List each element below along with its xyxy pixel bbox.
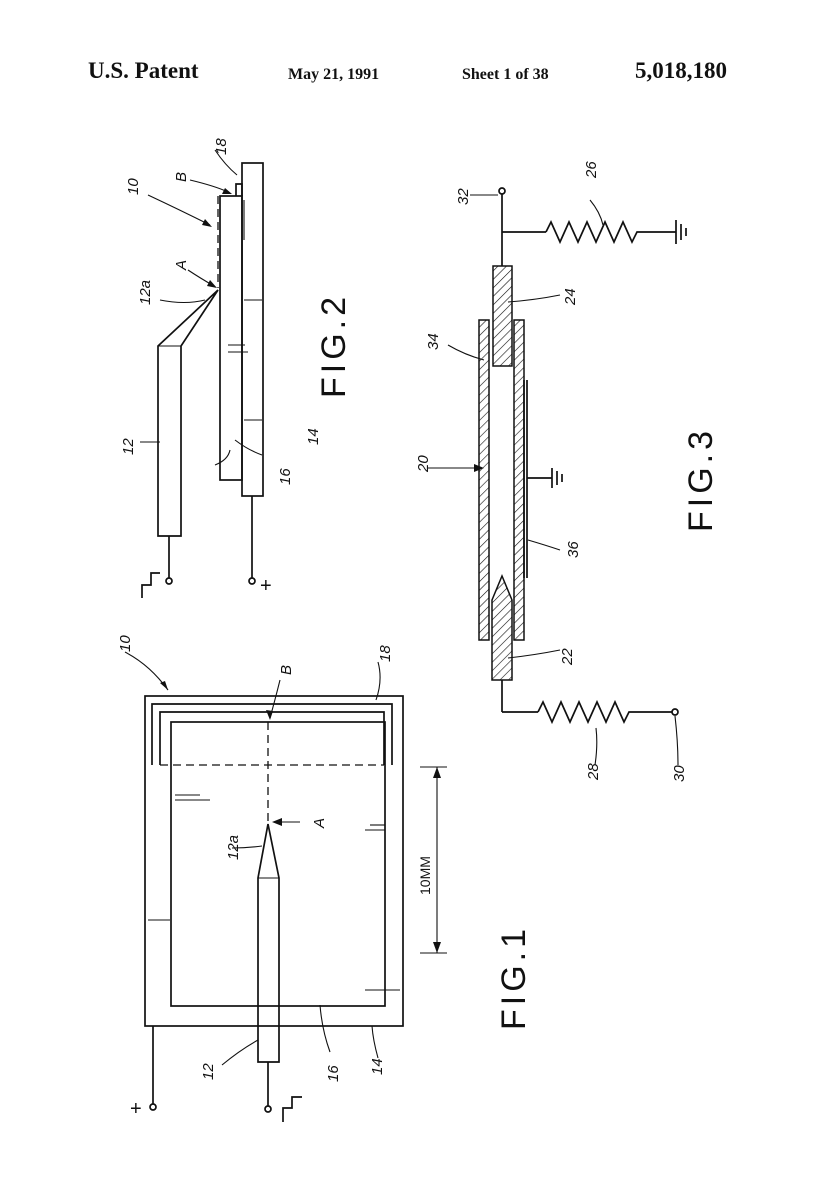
fig1-plus-terminal [149, 1103, 157, 1111]
fig2-needle-terminal [165, 577, 173, 585]
fig3-tube-34 [478, 319, 490, 641]
fig3-electrode-22 [491, 574, 513, 681]
fig1-shading [148, 794, 400, 991]
fig2-title: FIG.2 [315, 293, 353, 398]
fig1-label-14: 14 [369, 1058, 386, 1075]
fig2-label-12: 12 [120, 438, 137, 455]
fig1-label-12: 12 [200, 1063, 217, 1080]
fig1-label-12a: 12a [225, 835, 242, 860]
fig3-label-32: 32 [455, 188, 472, 205]
fig3-label-26: 26 [583, 161, 600, 179]
fig2-label-10: 10 [125, 178, 142, 195]
patent-sheet-number: Sheet 1 of 38 [462, 66, 549, 83]
fig2-label-b: B [173, 172, 190, 182]
fig3-label-22: 22 [559, 648, 576, 666]
fig2-shading [228, 299, 262, 421]
fig3-label-30: 30 [671, 765, 688, 782]
fig1-diagram: + 10MM 10 B 18 A 12a 12 16 14 FIG.1 [117, 635, 533, 1122]
fig3-diagram: 32 26 24 34 20 36 22 28 30 FIG.3 [415, 161, 720, 782]
fig3-label-20: 20 [415, 455, 432, 473]
fig3-ground-icon [675, 220, 687, 244]
fig2-plate-16 [219, 195, 243, 481]
fig1-dimension-label: 10MM [417, 856, 433, 895]
fig1-label-16: 16 [325, 1065, 342, 1082]
fig3-title: FIG.3 [682, 427, 720, 532]
fig2-plus-terminal [248, 577, 256, 585]
fig1-label-10: 10 [117, 635, 134, 652]
fig3-label-36: 36 [565, 541, 582, 558]
fig3-resistor-28 [537, 699, 672, 725]
fig3-terminal-30 [671, 708, 679, 716]
fig3-tube-36 [513, 319, 525, 641]
fig2-needle-12 [157, 289, 219, 537]
fig1-needle-12 [257, 823, 280, 1063]
fig1-title: FIG.1 [495, 925, 533, 1030]
fig1-label-b: B [278, 665, 295, 675]
fig1-needle-terminal [264, 1105, 272, 1113]
fig2-plate-14 [241, 162, 264, 497]
patent-header-title: U.S. Patent [88, 58, 199, 83]
fig2-label-18: 18 [213, 138, 230, 155]
fig2-plus-label: + [260, 575, 272, 597]
patent-number: 5,018,180 [635, 58, 727, 83]
patent-date: May 21, 1991 [288, 66, 380, 83]
fig1-pulse-symbol [282, 1096, 302, 1122]
fig1-plate-14 [144, 695, 404, 1027]
fig3-terminal-32 [498, 187, 506, 195]
fig1-label-a: A [311, 818, 328, 829]
fig3-label-24: 24 [562, 288, 579, 306]
fig1-label-18: 18 [377, 645, 394, 662]
fig3-label-34: 34 [425, 333, 442, 350]
fig2-pulse-symbol [141, 572, 160, 598]
fig2-label-14: 14 [305, 428, 322, 445]
fig1-plus-label: + [130, 1098, 142, 1120]
fig2-label-12a: 12a [137, 280, 154, 305]
fig2-diagram: + 10 B 18 A 12a 12 14 16 FIG.2 [120, 138, 353, 598]
fig2-label-a: A [173, 260, 190, 271]
fig3-resistor-26 [545, 219, 676, 245]
fig3-electrode-24 [492, 265, 513, 367]
fig3-tube-ground-icon [551, 468, 563, 488]
fig3-label-28: 28 [585, 763, 602, 781]
fig2-label-16: 16 [277, 468, 294, 485]
fig1-plate-16 [170, 721, 386, 1007]
fig2-electrode-18 [235, 183, 243, 196]
